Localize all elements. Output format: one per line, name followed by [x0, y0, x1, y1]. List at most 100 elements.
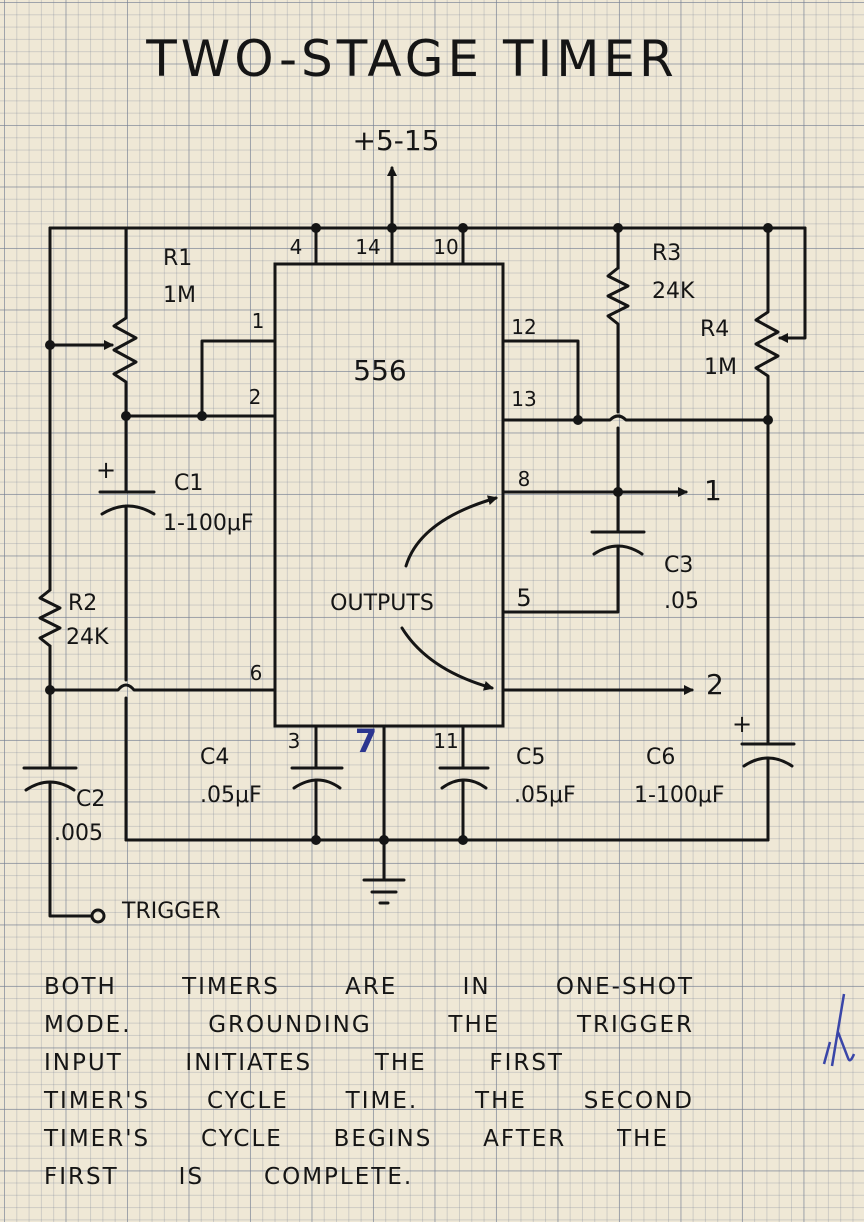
c1-plus: +: [96, 456, 116, 484]
pin-1-label: 1: [252, 309, 265, 333]
description-word: THE: [617, 1126, 669, 1152]
r1-resistor: [112, 298, 138, 418]
c2-name: C2: [76, 787, 105, 812]
description-word: MODE.: [44, 1012, 132, 1038]
junction-dot: [387, 223, 397, 233]
c1-name: C1: [174, 471, 203, 496]
outputs-arrow-up: [404, 495, 498, 568]
r2-name: R2: [68, 591, 97, 616]
output-1-label: 1: [704, 474, 722, 507]
description-line: TIMER'S CYCLE BEGINS AFTER THE: [44, 1120, 669, 1158]
r4-name: R4: [700, 317, 729, 342]
r2-value: 24K: [66, 625, 109, 650]
r4-wiper-loop: [766, 226, 807, 343]
c3-value: .05: [664, 589, 699, 614]
c5-value: .05μF: [514, 783, 576, 808]
description-word: CYCLE: [206, 1088, 289, 1114]
pin-11-label: 11: [433, 729, 458, 753]
pin6-line: [48, 683, 277, 692]
description-word: INPUT: [44, 1050, 123, 1076]
description-word: THE: [448, 1012, 501, 1038]
c4-name: C4: [200, 745, 229, 770]
description-word: FIRST: [489, 1050, 564, 1076]
c3-lead-bottom: [501, 544, 620, 614]
ground-symbol: [362, 878, 406, 905]
description-word: BEGINS: [333, 1126, 433, 1152]
pin-12-label: 12: [511, 315, 536, 339]
description-word: IS: [178, 1164, 205, 1190]
pin13-bus: [501, 414, 770, 422]
description-word: INITIATES: [185, 1050, 313, 1076]
c6-value: 1-100μF: [634, 783, 725, 808]
output-2-label: 2: [706, 668, 724, 701]
pin-2-label: 2: [249, 385, 262, 409]
pin12-loop: [501, 339, 580, 422]
r4-value: 1M: [704, 355, 737, 380]
junction-dot: [573, 415, 583, 425]
pin-13-label: 13: [511, 387, 536, 411]
description-word: BOTH: [44, 974, 117, 1000]
pin-8-label: 8: [518, 467, 531, 491]
diagram-title: TWO-STAGE TIMER: [145, 30, 677, 88]
description-line: BOTH TIMERS ARE IN ONE-SHOT: [44, 968, 694, 1006]
c1-value: 1-100μF: [163, 511, 254, 536]
description-word: ONE-SHOT: [555, 974, 694, 1000]
description-line: FIRST IS COMPLETE.: [44, 1158, 694, 1196]
c2-value: .005: [54, 821, 103, 846]
trigger-label: TRIGGER: [121, 899, 221, 924]
pin-6-label: 6: [250, 661, 263, 685]
description-word: TIME.: [345, 1088, 419, 1114]
description-line: TIMER'S CYCLE TIME. THE SECOND: [44, 1082, 694, 1120]
c3-name: C3: [664, 553, 693, 578]
pin-4-label: 4: [290, 235, 303, 259]
r3-resistor: [606, 266, 630, 414]
outputs-label: OUTPUTS: [330, 591, 434, 616]
description-word: TIMERS: [182, 974, 280, 1000]
pin-5-label: 5: [516, 584, 531, 612]
description-word: COMPLETE.: [264, 1164, 414, 1190]
description-text: BOTH TIMERS ARE IN ONE-SHOT MODE. GROUND…: [44, 968, 694, 1196]
junction-dot: [458, 223, 468, 233]
description-word: AFTER: [483, 1126, 567, 1152]
description-word: TRIGGER: [576, 1012, 694, 1038]
c6-plus: +: [732, 710, 752, 738]
description-word: THE: [475, 1088, 527, 1114]
r2-resistor: [38, 588, 62, 648]
schematic-diagram: TWO-STAGE TIMER +5-15 556 OUTPUTS 4 14 1…: [22, 30, 807, 924]
r3-value: 24K: [652, 279, 695, 304]
r4-resistor: [754, 298, 780, 422]
r1-name: R1: [163, 246, 192, 271]
description-word: CYCLE: [200, 1126, 283, 1152]
c6-name: C6: [646, 745, 675, 770]
junction-dot: [613, 487, 623, 497]
pin1-loop: [200, 339, 277, 418]
initial-mark: [822, 993, 856, 1067]
pin-10-label: 10: [433, 235, 458, 259]
c1-plate-bottom: [100, 504, 156, 516]
outputs-arrow-down: [400, 626, 494, 691]
c5-name: C5: [516, 745, 545, 770]
description-word: FIRST: [44, 1164, 119, 1190]
description-word: TIMER'S: [44, 1126, 151, 1152]
description-word: ARE: [345, 974, 398, 1000]
pin-3-label: 3: [288, 729, 301, 753]
description-word: IN: [462, 974, 491, 1000]
trigger-wire: [48, 780, 94, 918]
c4-value: .05μF: [200, 783, 262, 808]
r1-value: 1M: [163, 283, 196, 308]
ic-label: 556: [353, 354, 406, 387]
junction-dot: [311, 223, 321, 233]
pin-7-label: 7: [355, 722, 377, 760]
description-line: INPUT INITIATES THE FIRST: [44, 1044, 564, 1082]
junction-dot: [45, 340, 55, 350]
r3-name: R3: [652, 241, 681, 266]
ic-556-body: [273, 262, 505, 728]
description-word: THE: [374, 1050, 427, 1076]
pin-14-label: 14: [355, 235, 380, 259]
supply-label: +5-15: [352, 124, 439, 157]
description-word: SECOND: [583, 1088, 694, 1114]
description-word: GROUNDING: [208, 1012, 372, 1038]
trigger-terminal: [90, 908, 106, 924]
junction-dot: [197, 411, 207, 421]
description-line: MODE. GROUNDING THE TRIGGER: [44, 1006, 694, 1044]
